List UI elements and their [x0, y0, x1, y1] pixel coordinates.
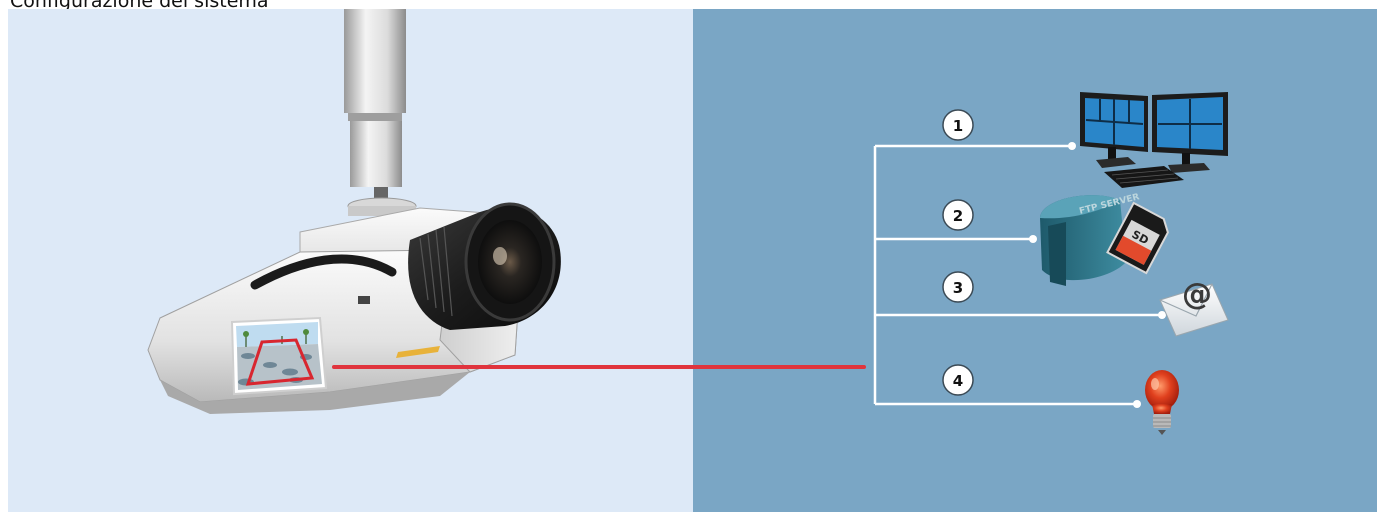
connector-2-dot — [1029, 235, 1037, 243]
output-number-3: 3 — [953, 279, 963, 297]
mount-pole — [344, 9, 406, 113]
pole-joint — [348, 113, 402, 121]
output-number-4: 4 — [953, 372, 963, 390]
output-badge-1: 1 — [943, 110, 973, 140]
lens-glass — [478, 220, 542, 304]
mount-sleeve — [350, 121, 402, 187]
motion-detection-thumbnail — [232, 318, 326, 394]
connector-1-dot — [1068, 142, 1076, 150]
output-badge-4: 4 — [943, 365, 973, 395]
email-envelope-icon: @ — [1160, 277, 1228, 336]
light-bulb-icon — [1145, 370, 1179, 435]
connector-4-dot — [1133, 400, 1141, 408]
ftp-server-sd-card-icon: FTP SERVER SD — [1040, 192, 1173, 286]
output-badge-2: 2 — [943, 200, 973, 230]
network-camera — [148, 9, 561, 414]
output-badge-3: 3 — [943, 272, 973, 302]
output-number-2: 2 — [953, 207, 963, 225]
connector-3-dot — [1158, 311, 1166, 319]
output-number-1: 1 — [953, 117, 963, 135]
email-at-symbol: @ — [1182, 277, 1212, 312]
dual-monitor-icon — [1080, 92, 1228, 188]
